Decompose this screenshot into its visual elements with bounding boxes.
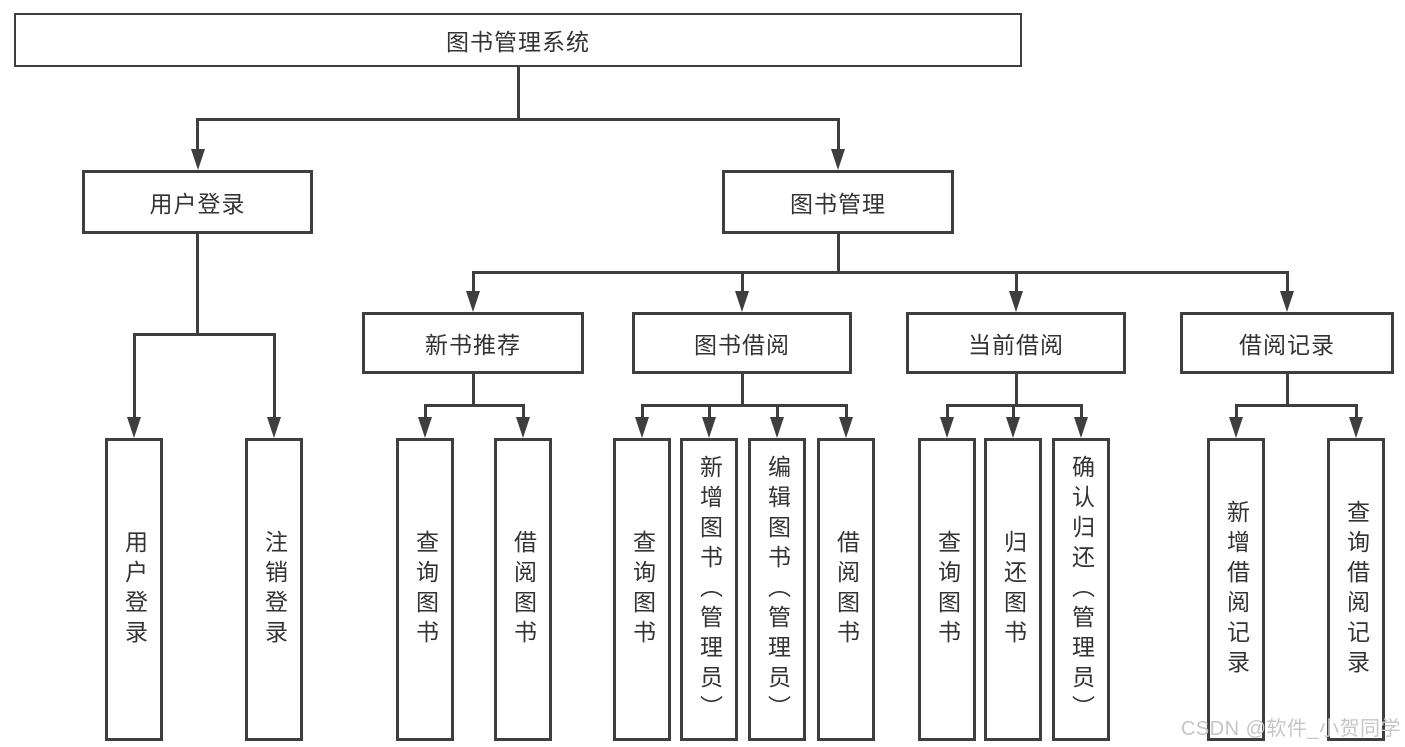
node-borrowing-records: 借阅记录	[1180, 312, 1394, 374]
arrow-down-icon	[1280, 291, 1294, 312]
connector-line	[1014, 271, 1018, 295]
arrow-down-icon	[1009, 291, 1023, 312]
node-user-login: 用户登录	[82, 170, 313, 234]
connector-line	[1285, 374, 1289, 407]
connector-line	[836, 118, 840, 151]
node-book-borrowing: 图书借阅	[632, 312, 852, 374]
connector-line	[640, 404, 644, 419]
node-label: 查询借阅记录	[1343, 499, 1370, 680]
arrow-down-icon	[190, 149, 205, 170]
node-label: 查询图书	[934, 529, 961, 650]
arrow-down-icon	[839, 417, 853, 438]
arrow-down-icon	[735, 291, 749, 312]
arrow-down-icon	[418, 417, 432, 438]
connector-line	[133, 333, 136, 419]
leaf-add-borrow-record: 新增借阅记录	[1207, 438, 1265, 741]
leaf-borrow-books-recommend: 借阅图书	[494, 438, 552, 741]
arrow-down-icon	[831, 149, 845, 170]
arrow-down-icon	[516, 417, 530, 438]
leaf-query-books-current: 查询图书	[918, 438, 976, 741]
leaf-query-books-recommend: 查询图书	[396, 438, 454, 741]
node-new-book-recommend: 新书推荐	[362, 312, 584, 374]
connector-line	[1079, 404, 1083, 419]
node-label: 图书借阅	[694, 332, 790, 358]
arrow-down-icon	[267, 417, 281, 438]
csdn-watermark: CSDN @软件_小贺同学	[1180, 718, 1401, 740]
node-label: 新增借阅记录	[1223, 499, 1250, 680]
connector-line	[775, 404, 779, 419]
node-label: 借阅记录	[1239, 332, 1335, 358]
arrow-down-icon	[702, 417, 716, 438]
arrow-down-icon	[1074, 417, 1088, 438]
node-current-borrowing: 当前借阅	[906, 312, 1126, 374]
connector-line	[1234, 404, 1358, 407]
connector-line	[844, 404, 848, 419]
connector-line	[707, 404, 711, 419]
arrow-down-icon	[466, 291, 480, 312]
connector-line	[640, 404, 848, 407]
node-label: 图书管理	[790, 191, 886, 217]
connector-line	[1014, 374, 1018, 407]
connector-line	[196, 118, 199, 151]
connector-line	[196, 234, 199, 336]
connector-line	[272, 333, 276, 419]
leaf-user-login: 用户登录	[105, 438, 163, 741]
connector-line	[471, 271, 475, 295]
node-label: 新增图书（管理员）	[696, 454, 723, 725]
node-label: 当前借阅	[968, 332, 1064, 358]
node-label: 查询图书	[412, 529, 439, 650]
node-label: 用户登录	[121, 529, 148, 650]
connector-line	[196, 118, 839, 121]
arrow-down-icon	[1006, 417, 1020, 438]
arrow-down-icon	[1229, 417, 1243, 438]
connector-line	[423, 404, 525, 407]
leaf-logout: 注销登录	[245, 438, 303, 741]
connector-line	[1011, 404, 1015, 419]
node-label: 查询图书	[629, 529, 656, 650]
node-label: 新书推荐	[425, 332, 521, 358]
connector-line	[836, 234, 840, 274]
connector-line	[471, 374, 475, 407]
leaf-add-books-admin: 新增图书（管理员）	[680, 438, 738, 741]
connector-line	[516, 67, 520, 121]
connector-line	[423, 404, 427, 419]
connector-line	[133, 333, 276, 336]
leaf-query-borrow-record: 查询借阅记录	[1327, 438, 1385, 741]
leaf-edit-books-admin: 编辑图书（管理员）	[748, 438, 806, 741]
arrow-down-icon	[770, 417, 784, 438]
connector-line	[1234, 404, 1238, 419]
connector-line	[945, 404, 949, 419]
connector-line	[1285, 271, 1289, 295]
node-label: 归还图书	[1000, 529, 1027, 650]
arrow-down-icon	[635, 417, 649, 438]
node-book-management: 图书管理	[722, 170, 954, 234]
leaf-confirm-return-admin: 确认归还（管理员）	[1052, 438, 1110, 741]
connector-line	[471, 271, 1289, 274]
node-label: 用户登录	[149, 191, 246, 217]
node-label: 编辑图书（管理员）	[764, 454, 791, 725]
arrow-down-icon	[1349, 417, 1363, 438]
leaf-query-books-borrowing: 查询图书	[613, 438, 671, 741]
node-label: 借阅图书	[510, 529, 537, 650]
node-label: 借阅图书	[833, 529, 860, 650]
node-library-management-system: 图书管理系统	[14, 13, 1022, 67]
connector-line	[740, 374, 744, 407]
connector-line	[521, 404, 525, 419]
leaf-return-books: 归还图书	[984, 438, 1042, 741]
node-label: 注销登录	[261, 529, 288, 650]
leaf-borrow-books-borrowing: 借阅图书	[817, 438, 875, 741]
connector-line	[1354, 404, 1358, 419]
arrow-down-icon	[940, 417, 954, 438]
connector-line	[740, 271, 744, 295]
arrow-down-icon	[127, 417, 141, 438]
node-label: 确认归还（管理员）	[1068, 454, 1095, 725]
node-label: 图书管理系统	[446, 29, 590, 55]
